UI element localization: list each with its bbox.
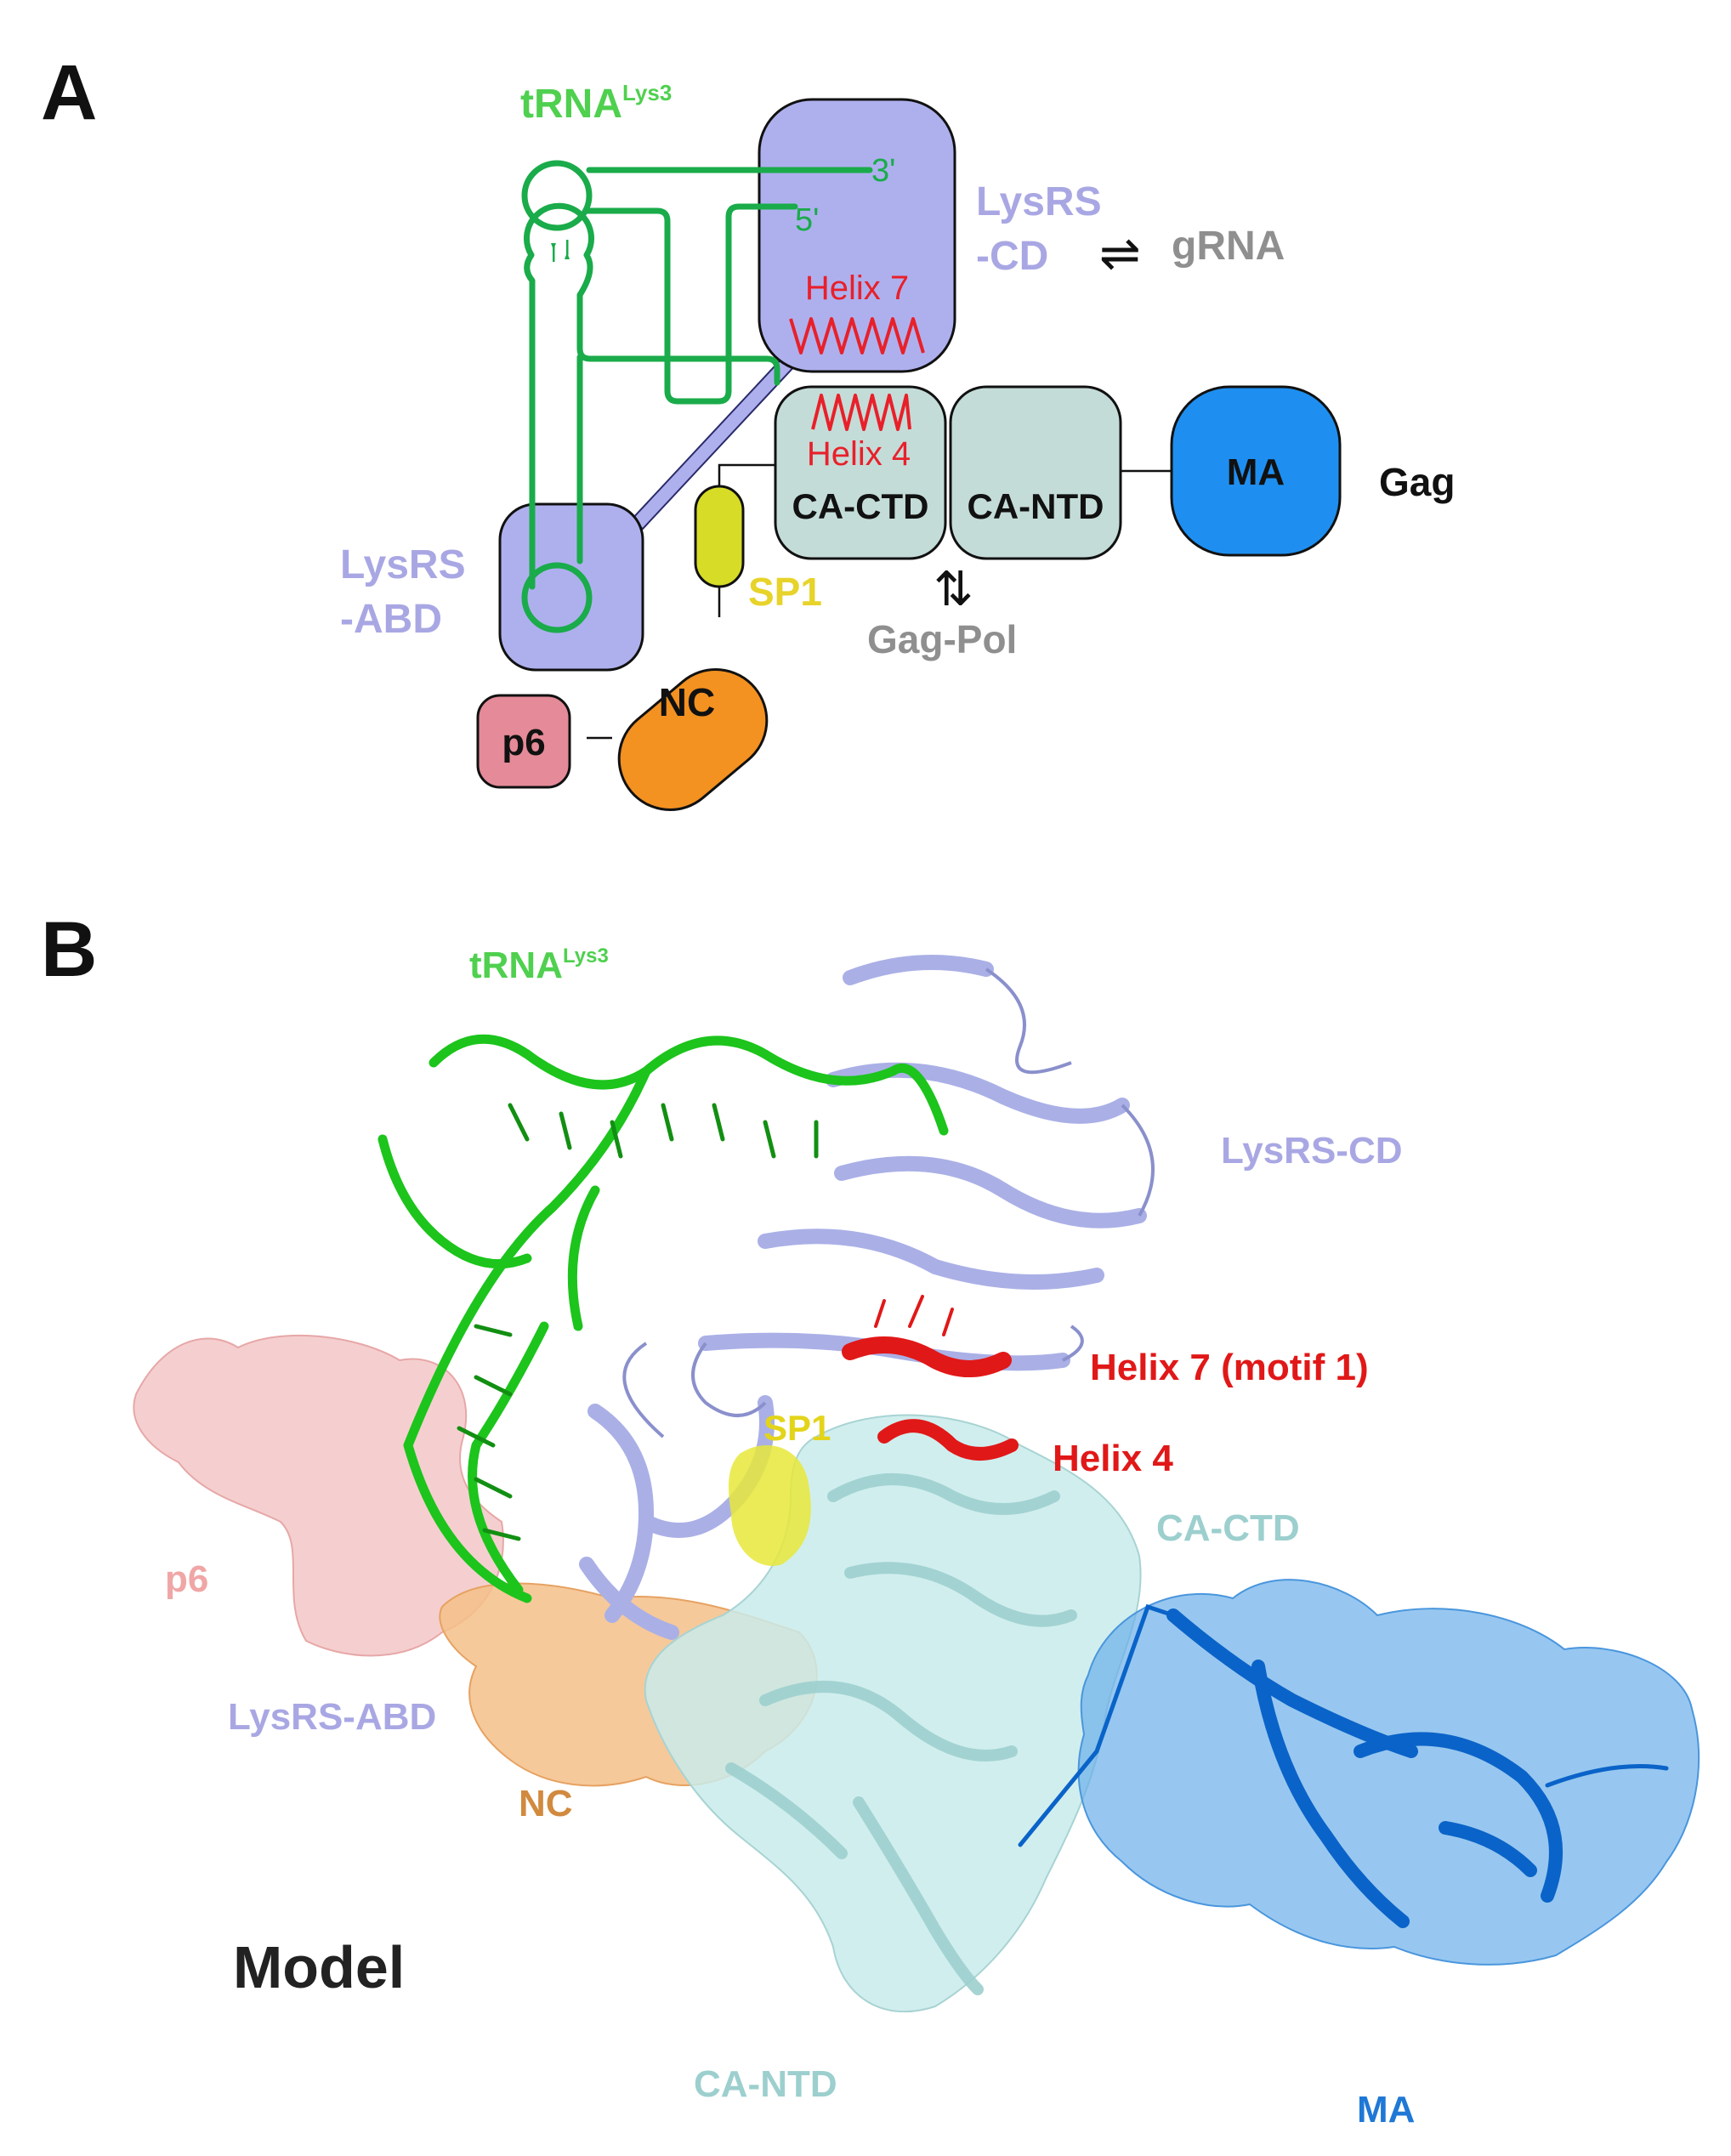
panel-a-helix4-label: Helix 4: [807, 435, 911, 473]
panel-a-ca-ntd-box: [949, 385, 1122, 560]
panel-a-trna-small-arrows: [551, 240, 570, 262]
panel-a-lysrs-abd-label-2: -ABD: [340, 597, 442, 642]
panel-a-helix7-label: Helix 7: [805, 270, 909, 307]
panel-a-ma-label: MA: [1227, 451, 1285, 493]
panel-a-gag-label: Gag: [1379, 460, 1455, 504]
panel-a-ca-ctd-box: [774, 385, 947, 560]
panel-a-sp1-box: [694, 485, 745, 588]
panel-a-lysrs-cd-label-1: LysRS: [976, 179, 1102, 224]
structure-ma-surface: [1077, 1579, 1700, 1966]
panel-a-trna-5prime: 5': [795, 202, 819, 238]
panel-b-lysrs-cd-label: LysRS-CD: [1221, 1130, 1403, 1172]
panel-a-trna-name: tRNA: [520, 82, 622, 127]
structure-ma-cartoon: [1018, 1603, 1669, 1928]
panel-a-vertical-arrow: ⇅: [934, 562, 973, 616]
panel-a: A tRNALys3 3' 5' He: [41, 49, 1455, 811]
panel-a-nc-box: [617, 668, 769, 811]
panel-a-lysrs-abd-label-1: LysRS: [340, 542, 466, 587]
structure-lysrs-loops: [622, 967, 1155, 1438]
panel-a-helix4-zigzag: [811, 394, 911, 431]
panel-b-nc-label: NC: [519, 1783, 573, 1824]
panel-a-letter: A: [41, 49, 97, 136]
panel-b-helix7-label: Helix 7 (motif 1): [1090, 1347, 1369, 1388]
panel-a-trna-cloverleaf: [521, 160, 873, 633]
panel-a-trna-superscript: Lys3: [622, 80, 672, 105]
panel-b-letter: B: [41, 906, 97, 993]
panel-a-trna-3prime: 3': [871, 153, 895, 189]
panel-a-ca-ntd-label: CA-NTD: [968, 486, 1104, 526]
structure-trna-bases: [457, 1103, 819, 1541]
panel-a-grna-label: gRNA: [1172, 224, 1285, 269]
panel-a-nc-label: NC: [659, 680, 715, 724]
structure-helix-red: [842, 1295, 1019, 1461]
panel-b-p6-label: p6: [165, 1558, 208, 1600]
panel-a-equilibrium-arrow: ⇌: [1099, 226, 1141, 281]
panel-a-ca-ctd-label: CA-CTD: [792, 486, 929, 526]
panel-a-gag-pol-label: Gag-Pol: [867, 617, 1017, 661]
panel-b-ca-ctd-label: CA-CTD: [1156, 1507, 1300, 1549]
panel-a-lysrs-abd-box: [498, 502, 644, 672]
panel-a-p6-box: [476, 694, 571, 789]
panel-a-trna-label: tRNALys3: [520, 80, 672, 127]
panel-b-ma-label: MA: [1357, 2089, 1415, 2130]
panel-a-lysrs-cd-label-2: -CD: [976, 234, 1048, 279]
structure-ca-cartoon: [725, 1473, 1077, 1995]
panel-b-helix4-label: Helix 4: [1053, 1438, 1173, 1479]
panel-b-sp1-label: SP1: [763, 1408, 831, 1448]
panel-b: B: [41, 906, 1700, 2130]
panel-a-sp1-label: SP1: [748, 570, 822, 614]
panel-b-ca-ntd-label: CA-NTD: [694, 2063, 837, 2105]
panel-a-ma-box: [1170, 385, 1342, 557]
panel-b-model-label: Model: [233, 1934, 405, 2000]
structure-sp1: [729, 1445, 811, 1566]
panel-b-trna-name: tRNA: [469, 945, 563, 986]
panel-a-helix7-zigzag: [789, 317, 925, 355]
panel-b-trna-superscript: Lys3: [563, 945, 609, 967]
panel-a-p6-label: p6: [502, 722, 545, 763]
panel-b-lysrs-abd-label: LysRS-ABD: [228, 1696, 436, 1738]
panel-b-trna-label: tRNALys3: [469, 945, 609, 986]
structure-trna: [377, 1034, 949, 1603]
